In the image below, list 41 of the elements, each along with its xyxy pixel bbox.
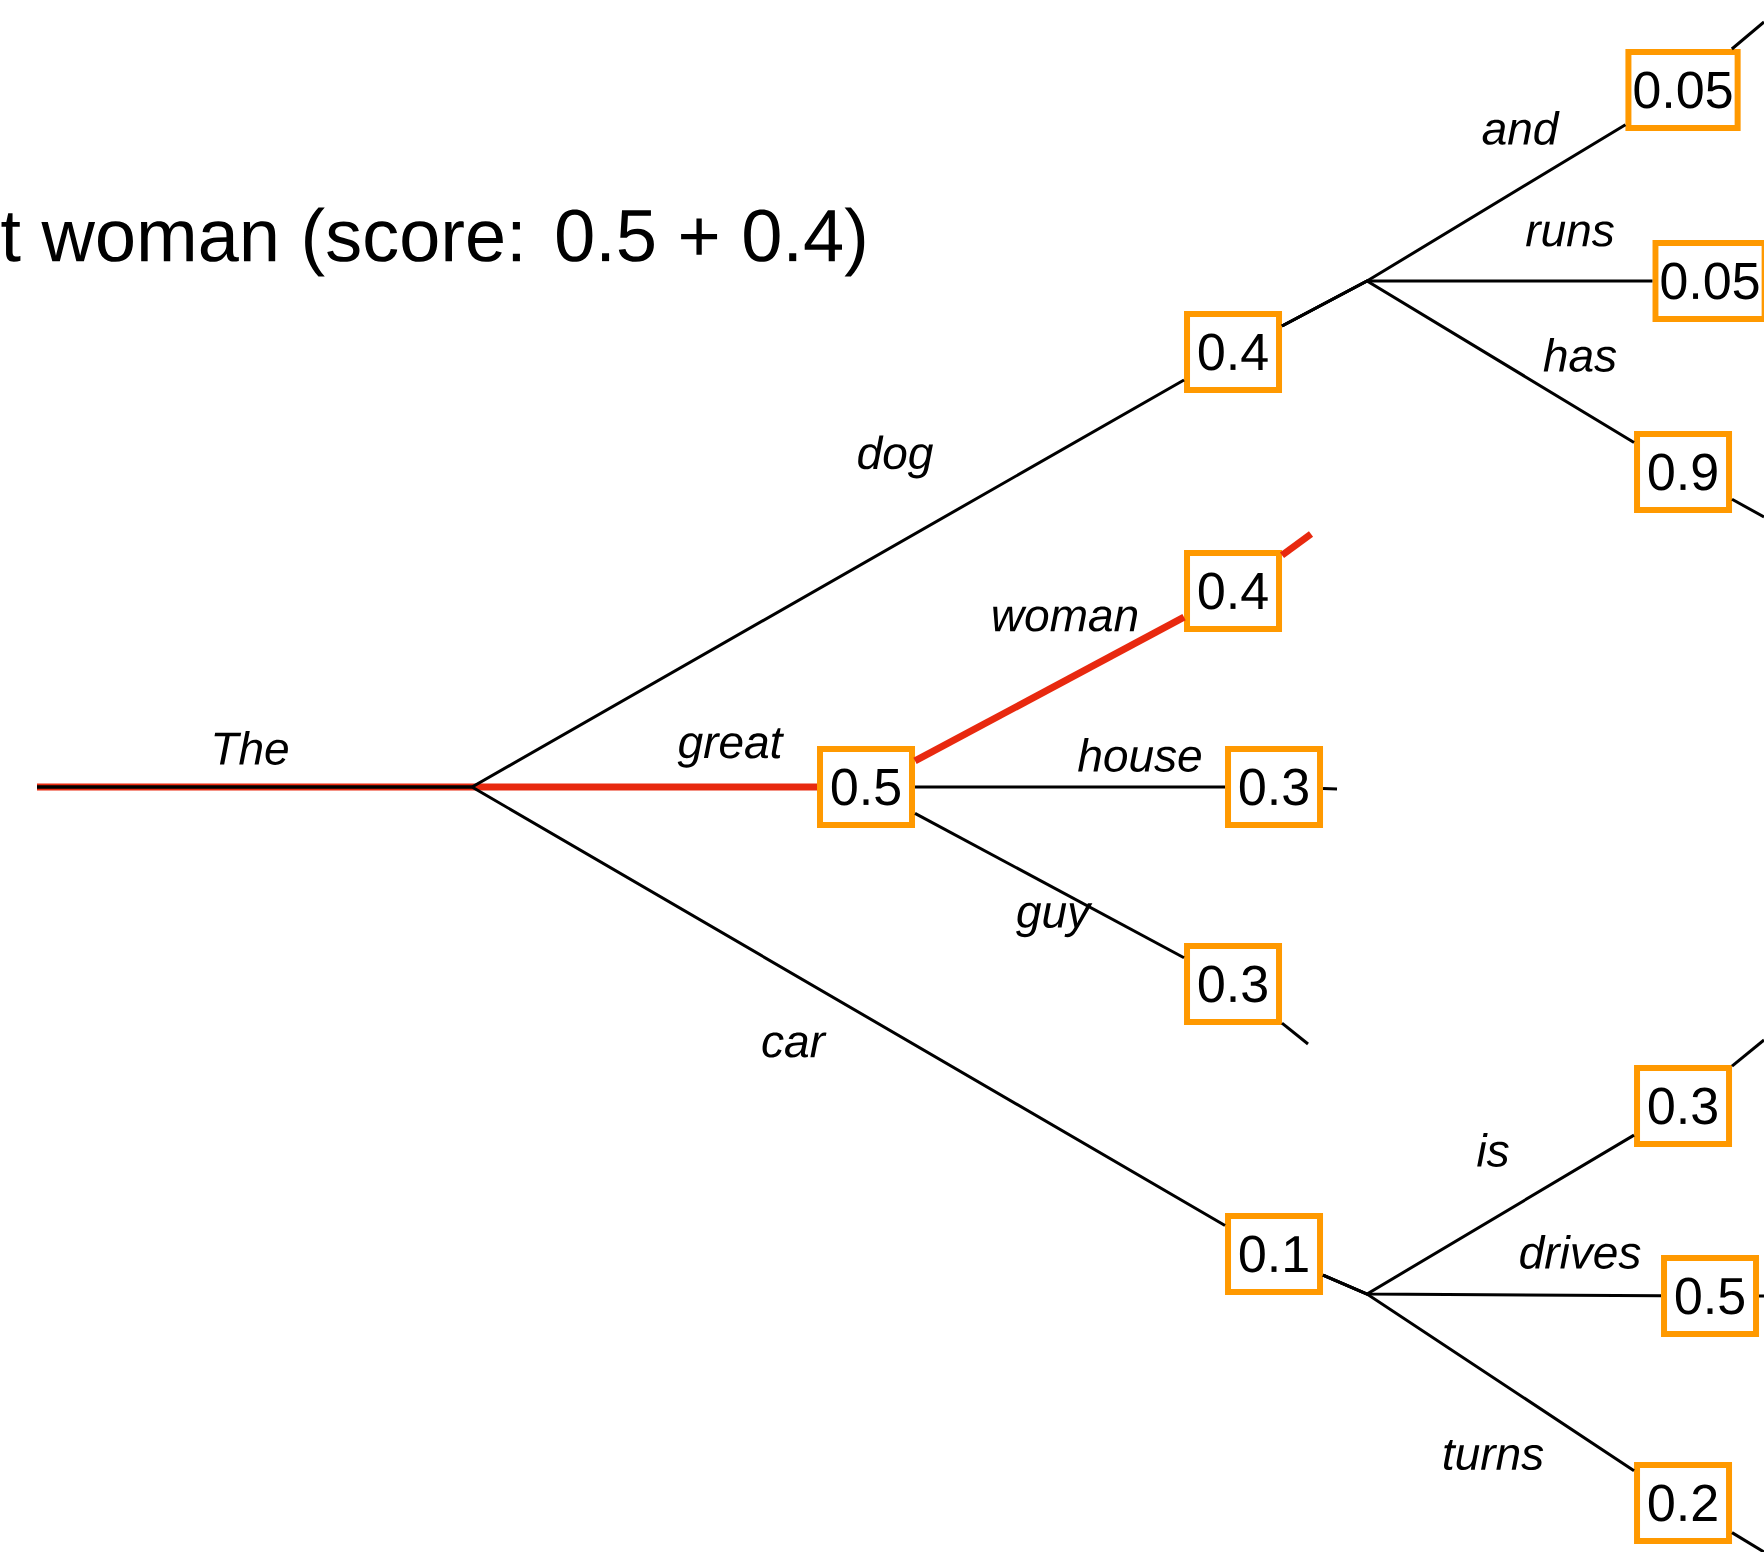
edge-label: house: [1078, 738, 1201, 772]
edge-label: and: [1482, 111, 1560, 145]
branch-line: [1281, 279, 1635, 444]
edge-label: great: [677, 728, 784, 768]
branch-line: [913, 614, 1186, 764]
title: t woman (score: 0.5 + 0.4): [1, 207, 865, 277]
branch-line: [914, 812, 1185, 960]
branch-line: [37, 785, 1226, 1227]
edge-label: guy: [1016, 902, 1093, 938]
edge-label: runs: [1526, 221, 1614, 247]
branch-line: [1731, 1531, 1764, 1552]
edge-label: turns: [1444, 1439, 1544, 1471]
edge-label: is: [1477, 1133, 1509, 1167]
edge-label: drives: [1520, 1235, 1641, 1269]
branch-line: [915, 785, 1225, 789]
branch-line: [1279, 531, 1314, 559]
score-box: 0.05: [1625, 49, 1741, 131]
branch-line: [1281, 1022, 1309, 1046]
branch-line: [1323, 787, 1338, 791]
edge-label: dog: [858, 435, 933, 479]
score-box: 0.5: [1661, 1255, 1760, 1337]
branch-line: [1322, 1273, 1635, 1472]
edge-label: car: [762, 1032, 827, 1058]
score-box: 0.3: [1634, 1065, 1733, 1147]
score-box: 0.4: [1184, 311, 1282, 393]
word-label: The: [214, 731, 288, 765]
branch-line: [1731, 1038, 1764, 1068]
score-box: 0.05: [1652, 240, 1764, 322]
score-box: 0.2: [1634, 1462, 1733, 1544]
score-box: 0.3: [1184, 943, 1282, 1025]
branch-line: [37, 783, 817, 791]
branch-line: [1759, 1294, 1764, 1298]
score-box: 0.3: [1225, 746, 1323, 828]
score-box: 0.5: [817, 746, 915, 828]
branch-line: [1730, 20, 1764, 51]
score-box: 0.4: [1184, 550, 1282, 632]
branch-line: [1731, 497, 1764, 519]
score-box: 0.9: [1634, 431, 1733, 513]
score-box: 0.1: [1225, 1213, 1323, 1295]
edge-label: woman: [993, 606, 1138, 632]
edge-label: has: [1543, 338, 1617, 372]
